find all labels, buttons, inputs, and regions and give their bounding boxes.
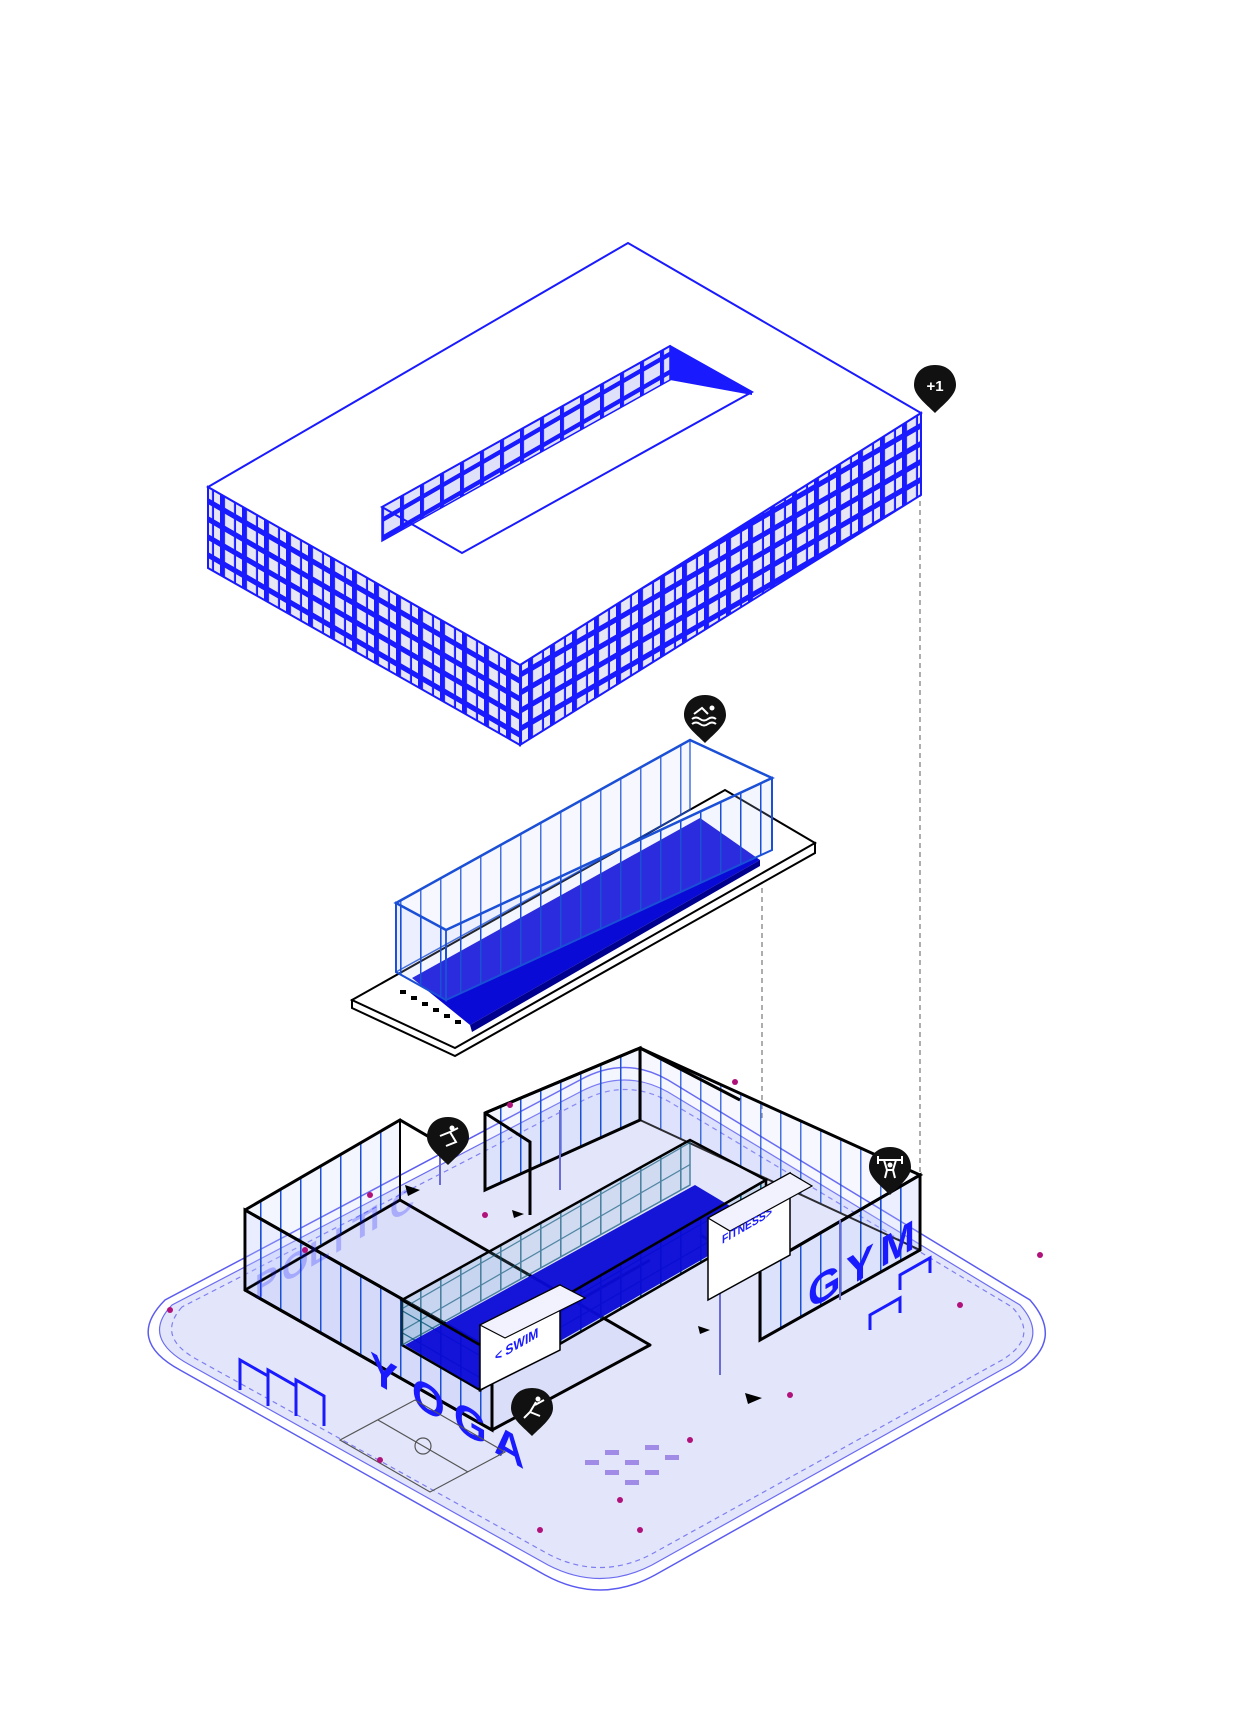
faded-letter-3: L (309, 1225, 330, 1275)
swim-sign-box-top (478, 1284, 587, 1339)
pool-volume (349, 738, 817, 1058)
faded-letter-1: P (255, 1256, 278, 1307)
sports-court (338, 1399, 507, 1493)
pool-starting-blocks (400, 990, 461, 1024)
marker-gym (869, 1147, 911, 1195)
faded-letter-6: I (370, 1196, 379, 1239)
people (167, 1079, 1043, 1533)
upper-building-roof (205, 241, 923, 667)
marker-yoga-hall (427, 1117, 469, 1165)
running-track (171, 1088, 1025, 1568)
gymnastics-icon (523, 1396, 545, 1419)
marker-upper-level: +1 (914, 365, 956, 413)
faded-wall-lettering: P O L I T I C (255, 1177, 415, 1307)
central-hall-roof-outline (399, 1138, 769, 1347)
outdoor-fitness-frames (238, 1255, 932, 1426)
yoga-mats (585, 1445, 679, 1485)
upper-floor-building (205, 241, 923, 747)
swim-icon (691, 705, 717, 727)
back-block-inner-wall (484, 1111, 532, 1215)
pool-water-shadow (470, 860, 760, 1032)
marker-pool (684, 695, 726, 743)
flexibility-icon (439, 1125, 459, 1147)
upper-level-marker-label: +1 (926, 378, 943, 395)
pool-glass-roof-outline (393, 738, 775, 932)
direction-arrows (405, 1185, 762, 1404)
back-block-roof-outline (484, 1046, 741, 1115)
courtyard-side-wall (670, 346, 752, 395)
ground-floor: < SWIM FITNESS> G Y M Y O G A P O L I T … (147, 1045, 1046, 1591)
faded-letter-4: I (334, 1218, 343, 1261)
faded-letter-5: T (352, 1200, 373, 1250)
fitness-sign-box-top (706, 1172, 814, 1232)
marker-sports-hall (511, 1388, 553, 1436)
weightlifting-icon (877, 1156, 903, 1179)
alignment-guides (761, 420, 921, 1200)
